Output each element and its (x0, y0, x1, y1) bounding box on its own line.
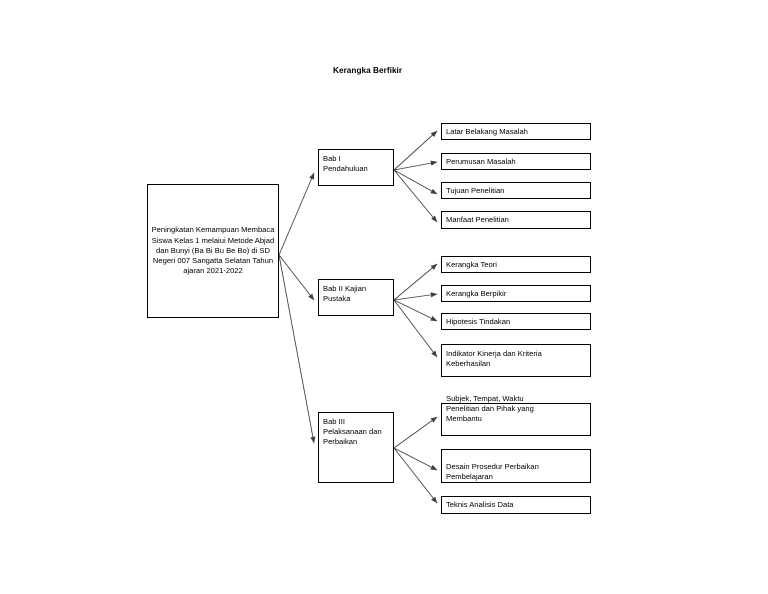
leaf-node-perumusan-masalah-label: Perumusan Masalah (446, 156, 516, 166)
chapter-node-bab-2-label: Bab II Kajian Pustaka (323, 284, 367, 304)
leaf-node-tujuan-penelitian[interactable]: Tujuan Penelitian (441, 182, 591, 199)
leaf-node-subjek-tempat-waktu-label: Subjek, Tempat, Waktu Penelitian dan Pih… (446, 394, 534, 424)
leaf-node-indikator-kinerja-label: Indikator Kinerja dan Kriteria Keberhasi… (446, 349, 542, 369)
leaf-node-perumusan-masalah[interactable]: Perumusan Masalah (441, 153, 591, 170)
leaf-node-teknis-analisis-data[interactable]: Teknis Analisis Data (441, 496, 591, 514)
leaf-node-teknis-analisis-data-label: Teknis Analisis Data (446, 500, 514, 509)
leaf-node-desain-prosedur-perbaikan[interactable]: Desain Prosedur Perbaikan Pembelajaran (441, 449, 591, 483)
connector-bab2-to-hipotesis (393, 299, 438, 322)
connector-bab3-to-teknis (393, 447, 438, 504)
leaf-node-latar-belakang-masalah-label: Latar Belakang Masalah (446, 126, 528, 136)
connector-bab3-to-subjek (393, 416, 438, 449)
leaf-node-kerangka-teori[interactable]: Kerangka Teori (441, 256, 591, 273)
page-title: Kerangka Berfikir (333, 66, 403, 75)
connector-bab3-to-desain (393, 447, 438, 471)
leaf-node-indikator-kinerja[interactable]: Indikator Kinerja dan Kriteria Keberhasi… (441, 344, 591, 377)
leaf-node-hipotesis-tindakan[interactable]: Hipotesis Tindakan (441, 313, 591, 330)
connector-bab1-to-perumusan (393, 160, 438, 171)
leaf-node-latar-belakang-masalah[interactable]: Latar Belakang Masalah (441, 123, 591, 140)
leaf-node-kerangka-berpikir-label: Kerangka Berpikir (446, 288, 507, 298)
chapter-node-bab-1-label: Bab I Pendahuluan (323, 154, 368, 174)
leaf-node-subjek-tempat-waktu[interactable]: Subjek, Tempat, Waktu Penelitian dan Pih… (441, 394, 591, 436)
root-node-label: Peningkatan Kemampuan Membaca Siswa Kela… (151, 225, 275, 276)
connector-bab2-to-kerangka-teori (393, 263, 438, 301)
connector-bab1-to-latar (393, 130, 438, 171)
leaf-node-desain-prosedur-perbaikan-label: Desain Prosedur Perbaikan Pembelajaran (446, 462, 539, 482)
chapter-node-bab-2[interactable]: Bab II Kajian Pustaka (318, 279, 394, 316)
chapter-node-bab-3-label: Bab III Pelaksanaan dan Perbaikan (323, 417, 382, 447)
leaf-node-kerangka-teori-label: Kerangka Teori (446, 259, 497, 269)
leaf-node-manfaat-penelitian[interactable]: Manfaat Penelitian (441, 211, 591, 229)
leaf-node-hipotesis-tindakan-label: Hipotesis Tindakan (446, 316, 511, 326)
connector-bab1-to-tujuan (393, 169, 438, 195)
connector-root-to-bab1 (278, 172, 315, 256)
chapter-node-bab-3[interactable]: Bab III Pelaksanaan dan Perbaikan (318, 412, 394, 483)
root-node-research-title[interactable]: Peningkatan Kemampuan Membaca Siswa Kela… (147, 184, 279, 318)
leaf-node-tujuan-penelitian-label: Tujuan Penelitian (446, 185, 505, 195)
leaf-node-kerangka-berpikir[interactable]: Kerangka Berpikir (441, 285, 591, 302)
connector-bab2-to-indikator (393, 299, 438, 358)
connector-root-to-bab2 (278, 254, 315, 301)
connector-bab2-to-kerangka-berpikir (393, 292, 438, 301)
connector-bab1-to-manfaat (393, 169, 438, 223)
leaf-node-manfaat-penelitian-label: Manfaat Penelitian (446, 215, 509, 224)
chapter-node-bab-1[interactable]: Bab I Pendahuluan (318, 149, 394, 186)
connector-root-to-bab3 (278, 254, 316, 444)
